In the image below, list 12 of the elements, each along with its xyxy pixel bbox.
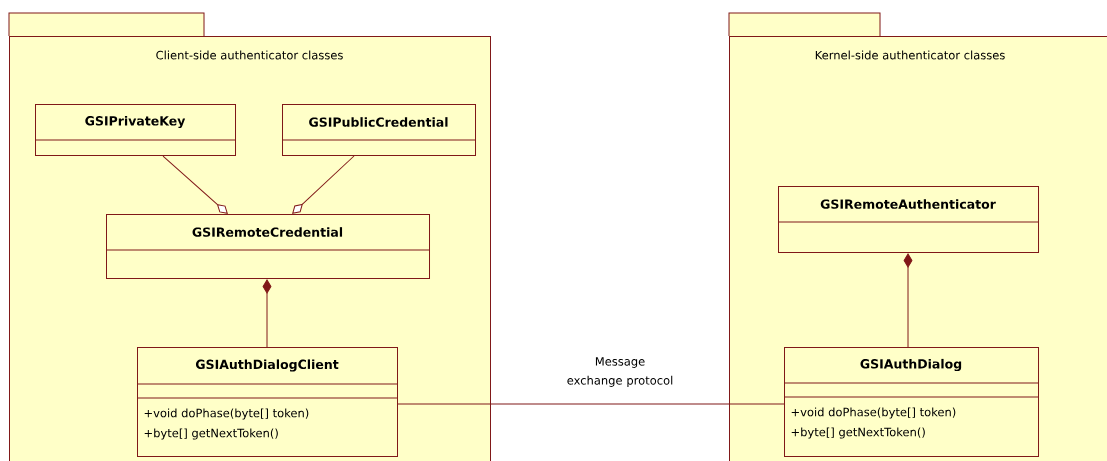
composition-line [262,279,272,348]
class-box: GSIAuthDialogClient +void doPhase(byte[] token) +byte[] getNextToken() [136,347,398,457]
aggregation-line [292,155,355,214]
class-box: GSIAuthDialog +void doPhase(byte[] token) +byte[] getNextToken() [783,347,1039,457]
class-box: GSIPublicCredential [281,104,476,156]
edge-label: Message exchange protocol [556,356,684,388]
class-box: GSIRemoteCredential [105,214,430,279]
composition-line [903,253,913,348]
class-box: GSIRemoteAuthenticator [777,186,1039,253]
aggregation-line [162,155,228,214]
connector-line [397,403,785,405]
class-box: GSIPrivateKey [34,104,236,156]
